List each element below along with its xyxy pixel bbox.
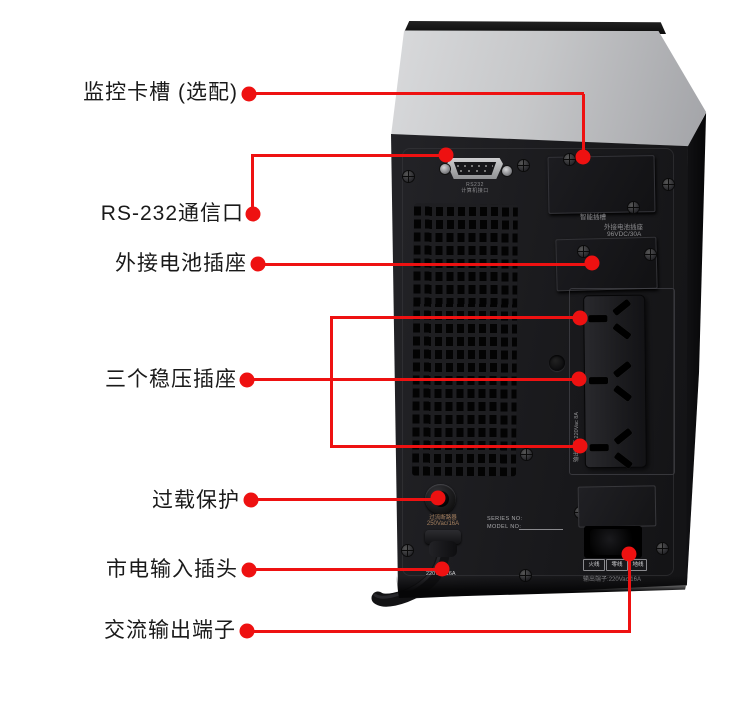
- screw: [402, 545, 413, 556]
- callout-line: [330, 317, 333, 448]
- callout-dot: [243, 492, 259, 508]
- callout-line: [628, 554, 631, 631]
- screw: [518, 160, 529, 171]
- callout-label-overload: 过载保护: [152, 489, 240, 512]
- socket-slot: [588, 377, 609, 385]
- callout-line: [257, 263, 592, 266]
- callout-dot: [575, 149, 591, 165]
- callout-label-output-terminal: 交流输出端子: [104, 619, 236, 642]
- ups-top-surface: [391, 30, 707, 147]
- vent-grille: [412, 203, 518, 477]
- rs232-pins: [460, 170, 490, 172]
- callout-label-rs232: RS-232通信口: [100, 202, 244, 225]
- rs232-printed-label: RS232 计算机接口: [461, 182, 489, 194]
- cable-gland: [425, 530, 461, 544]
- cable-gland-nut: [429, 541, 457, 557]
- series-model-labels: SERIES NO: MODEL NO:: [487, 516, 523, 530]
- callout-line: [330, 316, 580, 319]
- callout-dot: [438, 147, 454, 163]
- screw: [403, 171, 414, 182]
- rs232-thumbscrew-left: [440, 164, 450, 174]
- callout-dot: [621, 546, 637, 562]
- screw: [520, 570, 531, 581]
- callout-dot: [239, 623, 255, 639]
- panel-hole-plug: [549, 355, 565, 371]
- callout-dot: [434, 561, 450, 577]
- screw: [521, 449, 532, 460]
- callout-dot: [250, 256, 266, 272]
- terminal-live-label: 火线: [583, 559, 605, 571]
- callout-line: [246, 630, 631, 633]
- screw: [564, 154, 575, 165]
- screw: [645, 249, 656, 260]
- screw: [628, 202, 639, 213]
- socket-slot: [612, 384, 633, 402]
- callout-line: [251, 155, 254, 215]
- socket-slot: [589, 444, 609, 452]
- rs232-port-inner: [453, 162, 497, 175]
- callout-line: [248, 568, 443, 571]
- rs232-thumbscrew-right: [502, 166, 512, 176]
- breaker-printed-label: 过流断路器: [429, 515, 457, 521]
- callout-line: [246, 378, 579, 381]
- callout-dot: [571, 371, 587, 387]
- terminal-ground-label: 地线: [629, 559, 647, 571]
- rear-panel-bezel: [402, 148, 674, 576]
- callout-dot: [572, 438, 588, 454]
- screw: [663, 179, 674, 190]
- battery-printed-label: 外接电池插座: [604, 224, 643, 231]
- callout-dot: [241, 86, 257, 102]
- breaker-rating-label: 250Vac/16A: [426, 521, 460, 527]
- model-number-blank-line: [519, 529, 563, 530]
- callout-dot: [239, 372, 255, 388]
- smart-slot-printed-label: 智能插槽: [580, 214, 606, 221]
- socket-slot: [612, 322, 632, 340]
- callout-line: [251, 154, 446, 157]
- callout-line: [248, 92, 584, 95]
- socket-slot: [612, 298, 632, 317]
- callout-line: [330, 445, 580, 448]
- power-cord: [371, 539, 451, 607]
- callout-label-card-slot: 监控卡槽 (选配): [83, 81, 238, 104]
- callout-label-battery: 外接电池插座: [115, 252, 247, 275]
- terminal-neutral-label: 零线: [606, 559, 628, 571]
- callout-line: [582, 94, 585, 156]
- callout-label-input: 市电输入插头: [106, 558, 238, 581]
- screw: [578, 246, 589, 257]
- callout-dot: [245, 206, 261, 222]
- socket-slot: [612, 360, 632, 379]
- callout-label-outlets: 三个稳压插座: [105, 368, 237, 391]
- callout-dot: [584, 255, 600, 271]
- terminal-cover-plate: [577, 485, 657, 528]
- screw: [657, 543, 668, 554]
- smart-slot-cover: [547, 155, 656, 214]
- socket-slot: [613, 451, 633, 469]
- callout-dot: [430, 490, 446, 506]
- battery-rating-label: 96VDC/30A: [607, 231, 642, 238]
- outlet-section-outline: [569, 288, 675, 475]
- callout-line: [250, 498, 438, 501]
- bottom-edge-shadow: [396, 576, 688, 598]
- rs232-pins: [457, 165, 493, 167]
- socket-slot: [613, 427, 633, 446]
- socket-slot: [588, 315, 608, 323]
- outlet-strip: [583, 294, 647, 469]
- callout-dot: [241, 562, 257, 578]
- callout-dot: [572, 310, 588, 326]
